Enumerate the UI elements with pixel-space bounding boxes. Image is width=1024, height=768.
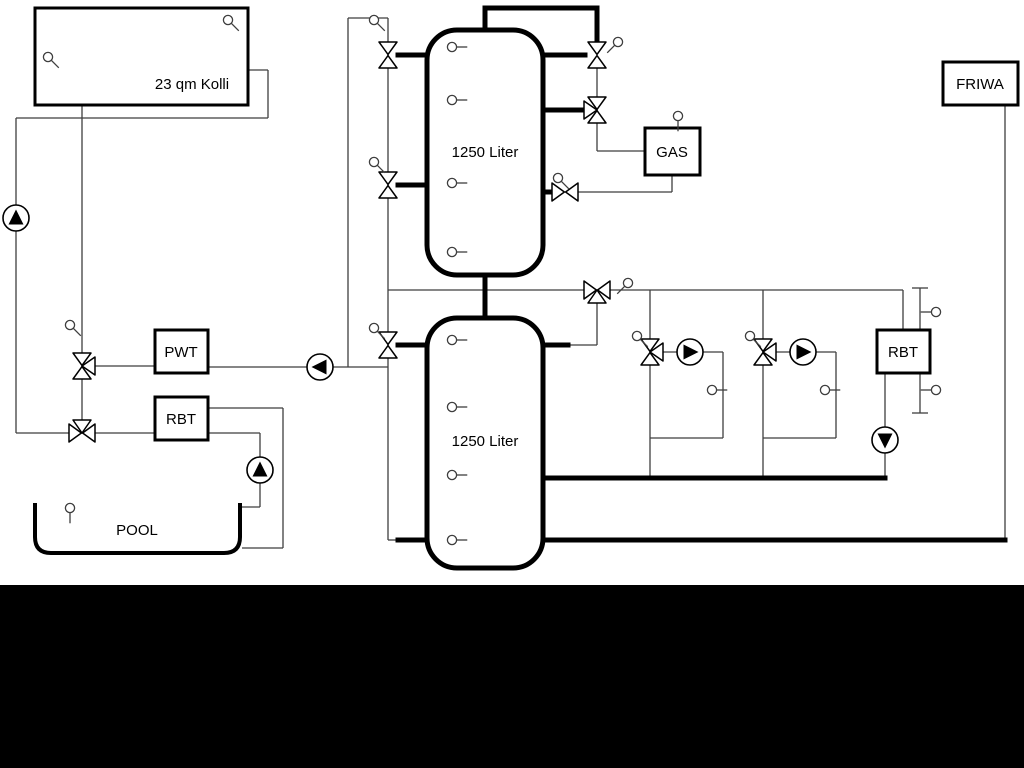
rbt-right-label: RBT	[888, 344, 918, 361]
buffer-tank-top	[424, 27, 546, 278]
buffer-tank-bottom	[424, 315, 546, 571]
pwt-heat-exchanger-box	[153, 328, 210, 375]
components	[33, 6, 1020, 571]
three-way-valve-icon	[640, 338, 664, 366]
friwa-station-box	[941, 60, 1020, 107]
rbt-pool-label: RBT	[166, 411, 196, 428]
three-way-valve-icon	[583, 96, 607, 124]
pump-icon	[246, 456, 274, 484]
valves	[68, 41, 777, 443]
pump-icon	[871, 426, 899, 454]
pump-icon	[676, 338, 704, 366]
pwt-label: PWT	[164, 344, 197, 361]
pool-label: POOL	[116, 522, 158, 539]
three-way-valve-icon	[753, 338, 777, 366]
buffer-tank-top-label: 1250 Liter	[452, 144, 519, 161]
collector-label: 23 qm Kolli	[155, 76, 229, 93]
pump-icon	[789, 338, 817, 366]
gas-label: GAS	[656, 144, 688, 161]
labels: 23 qm Kolli 1250 Liter 1250 Liter PWT RB…	[116, 76, 1004, 539]
three-way-valve-icon	[68, 419, 96, 443]
rbt-right-heat-exchanger-box	[875, 328, 932, 375]
solar-collector-box	[33, 6, 250, 107]
bottom-black-bar	[0, 585, 1024, 768]
pump-icon	[306, 353, 334, 381]
piping-thick	[395, 5, 1008, 543]
pump-icon	[2, 204, 30, 232]
three-way-valve-icon	[583, 280, 611, 304]
buffer-tank-bottom-label: 1250 Liter	[452, 433, 519, 450]
rbt-pool-heat-exchanger-box	[153, 395, 210, 442]
friwa-label: FRIWA	[956, 76, 1004, 93]
pool-basin	[33, 503, 242, 555]
three-way-valve-icon	[72, 352, 96, 380]
gas-boiler-box	[643, 126, 702, 177]
